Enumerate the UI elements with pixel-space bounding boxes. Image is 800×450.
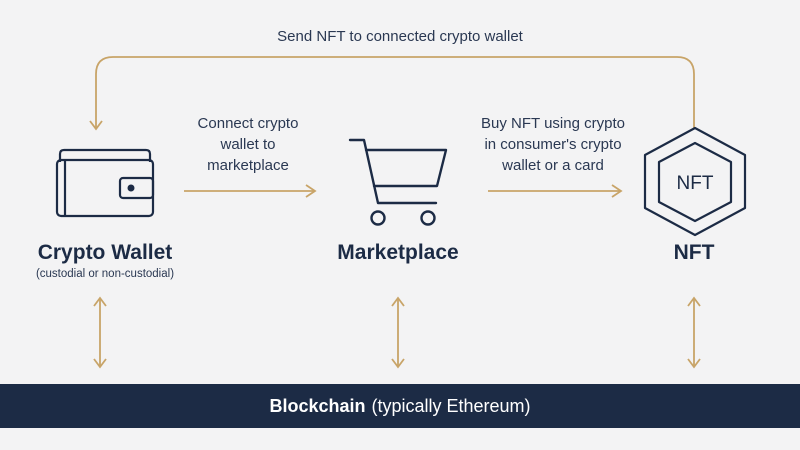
connect-label-line: marketplace (207, 157, 289, 174)
buy-label-line: Buy NFT using crypto (481, 115, 625, 132)
connect-label-line: wallet to (220, 136, 276, 153)
marketplace-blockchain-arrow (391, 296, 405, 369)
hexagon-nft-icon (643, 126, 747, 237)
nft-title: NFT (673, 241, 715, 264)
crypto-wallet-subtitle: (custodial or non-custodial) (35, 268, 175, 280)
send-nft-arrow (95, 56, 695, 128)
connect-label-line: Connect crypto (197, 115, 299, 132)
buy-label: Buy NFT using crypto in consumer's crypt… (460, 113, 646, 176)
wallet-icon (55, 148, 155, 218)
send-nft-label: Send NFT to connected crypto wallet (277, 28, 523, 45)
blockchain-label: Blockchain (269, 395, 366, 416)
buy-label-line: wallet or a card (502, 157, 604, 174)
nft-badge-text: NFT (677, 173, 714, 194)
send-nft-arrowhead (89, 120, 103, 131)
marketplace-title: Marketplace (337, 241, 459, 264)
buy-label-line: in consumer's crypto (484, 136, 622, 153)
nft-blockchain-arrow (687, 296, 701, 369)
shopping-cart-icon (348, 138, 448, 226)
crypto-wallet-title: Crypto Wallet (37, 241, 173, 264)
buy-arrowhead (611, 184, 623, 198)
blockchain-note: (typically Ethereum) (371, 395, 531, 416)
connect-arrowhead (305, 184, 317, 198)
connect-label: Connect crypto wallet to marketplace (166, 113, 330, 176)
blockchain-bar: Blockchain (typically Ethereum) (0, 384, 800, 428)
wallet-blockchain-arrow (93, 296, 107, 369)
